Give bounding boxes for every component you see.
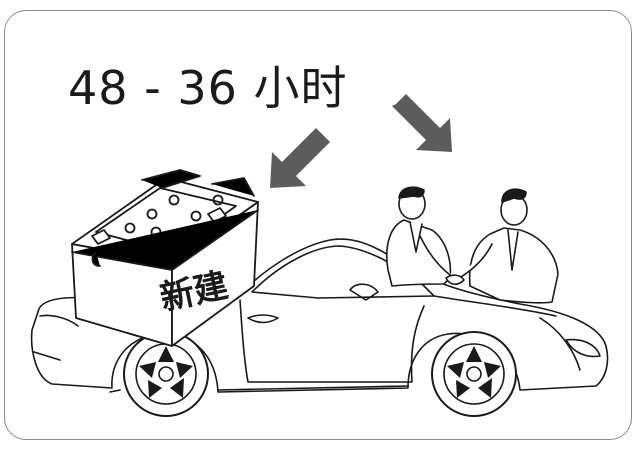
duration-headline: 48 - 36 小时 [68, 61, 348, 115]
front-wheel [431, 331, 517, 417]
arrow-down-left-icon [270, 128, 330, 188]
businessmen-handshake [386, 186, 559, 304]
sports-car [30, 238, 609, 393]
car-battery [71, 169, 259, 347]
arrow-down-right-icon [392, 94, 452, 152]
